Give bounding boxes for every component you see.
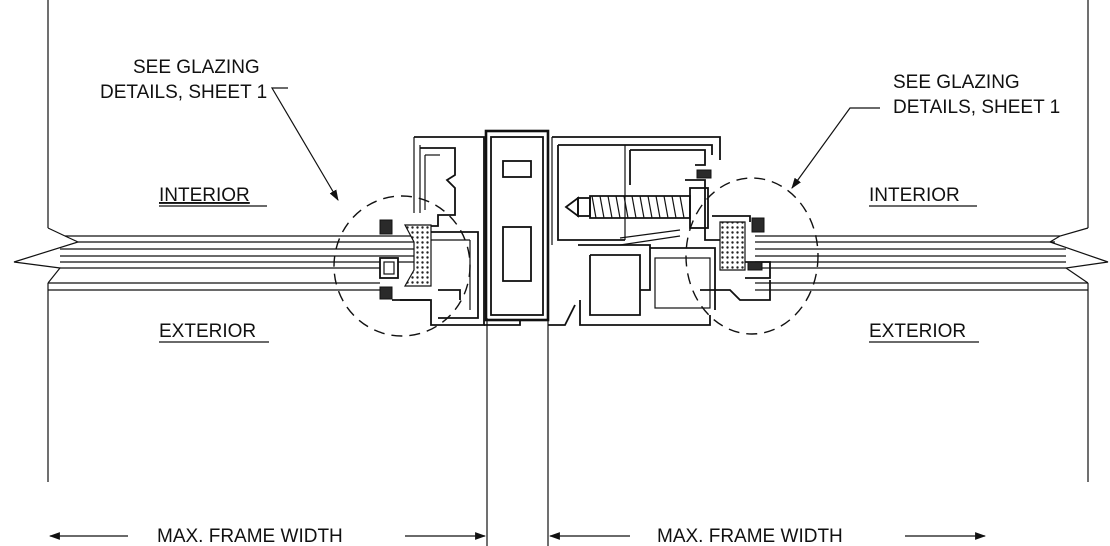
right-glazing-pocket [696, 169, 771, 301]
left-glazing-pocket [379, 219, 432, 301]
right-callout-line1: SEE GLAZING [893, 72, 1020, 93]
right-dimension-label: MAX. FRAME WIDTH [657, 526, 843, 546]
left-exterior-label: EXTERIOR [159, 321, 256, 342]
left-detail-circle [333, 195, 471, 337]
left-glass-unit [13, 227, 420, 291]
left-interior-label: INTERIOR [159, 185, 250, 206]
right-exterior-label: EXTERIOR [869, 321, 966, 342]
left-callout-line1: SEE GLAZING [133, 57, 260, 78]
right-glass-unit [755, 227, 1109, 291]
center-mullion-tube [484, 129, 576, 326]
right-frame-extrusion [551, 136, 721, 326]
right-detail-circle [685, 177, 819, 335]
extension-lines [47, 0, 1089, 546]
right-interior-label: INTERIOR [869, 185, 960, 206]
mounting-screw [564, 195, 691, 219]
left-dimension-label: MAX. FRAME WIDTH [157, 526, 343, 546]
left-callout-line2: DETAILS, SHEET 1 [100, 82, 267, 103]
callout-leaders [270, 87, 880, 201]
right-callout-line2: DETAILS, SHEET 1 [893, 97, 1060, 118]
